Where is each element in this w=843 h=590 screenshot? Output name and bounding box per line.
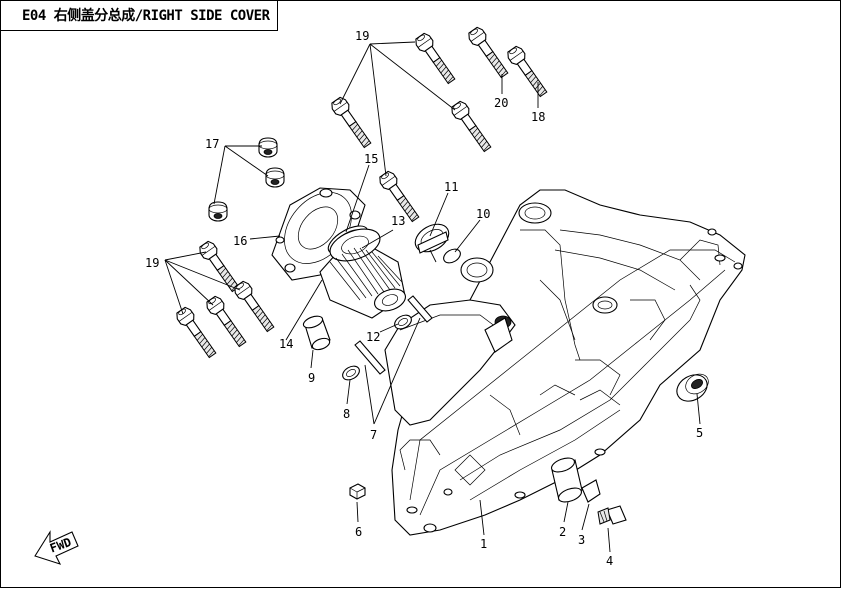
callout-16: 16 (233, 234, 247, 248)
oil-filter-element (319, 228, 406, 319)
small-block (349, 483, 366, 500)
callout-2: 2 (559, 525, 566, 539)
callout-10: 10 (476, 207, 490, 221)
callout-15: 15 (364, 152, 378, 166)
callout-19-left: 19 (145, 256, 159, 270)
callout-9: 9 (308, 371, 315, 385)
washer (342, 365, 360, 381)
grommet (676, 373, 709, 402)
callout-5: 5 (696, 426, 703, 440)
callout-6: 6 (355, 525, 362, 539)
callout-12: 12 (366, 330, 380, 344)
dipstick-o-ring (443, 248, 461, 264)
diagram-title: E04 右侧盖分总成/RIGHT SIDE COVER (22, 8, 270, 24)
collar (550, 457, 583, 503)
callout-1: 1 (480, 537, 487, 551)
callout-11: 11 (444, 180, 458, 194)
bolt-18 (504, 44, 551, 100)
callout-7: 7 (370, 428, 377, 442)
oil-dipstick (414, 223, 450, 263)
leader-lines (164, 41, 701, 553)
callout-14: 14 (279, 337, 293, 351)
bolt-20 (465, 25, 512, 81)
small-o-ring (394, 314, 412, 330)
callout-8: 8 (343, 407, 350, 421)
right-side-cover-housing (384, 189, 746, 536)
bolt-19-top-a (412, 31, 459, 87)
cap-nuts (208, 137, 285, 222)
callout-19-top: 19 (355, 29, 369, 43)
cap-nut-a (258, 137, 278, 158)
cap-nut-b (265, 167, 285, 188)
callout-18: 18 (531, 110, 545, 124)
bushing (302, 315, 331, 351)
callout-13: 13 (391, 214, 405, 228)
callout-17: 17 (205, 137, 219, 151)
dowel-pins (354, 295, 433, 375)
callout-20: 20 (494, 96, 508, 110)
fwd-label: FWD (48, 535, 73, 556)
clip (581, 479, 601, 503)
cap-nut-c (208, 201, 228, 222)
forward-arrow: FWD (34, 530, 79, 565)
oil-filter-cover (271, 187, 366, 281)
bolt-19-left-b (231, 279, 278, 335)
title-block: E04 右侧盖分总成/RIGHT SIDE COVER (0, 0, 278, 31)
callout-3: 3 (578, 533, 585, 547)
callout-numbers: 19 20 18 17 15 11 10 13 16 19 14 12 9 8 … (145, 29, 703, 568)
callout-4: 4 (606, 554, 613, 568)
bolt-19-top-c (448, 99, 495, 155)
screw (597, 505, 627, 525)
bolt-19-top-b (328, 95, 375, 151)
